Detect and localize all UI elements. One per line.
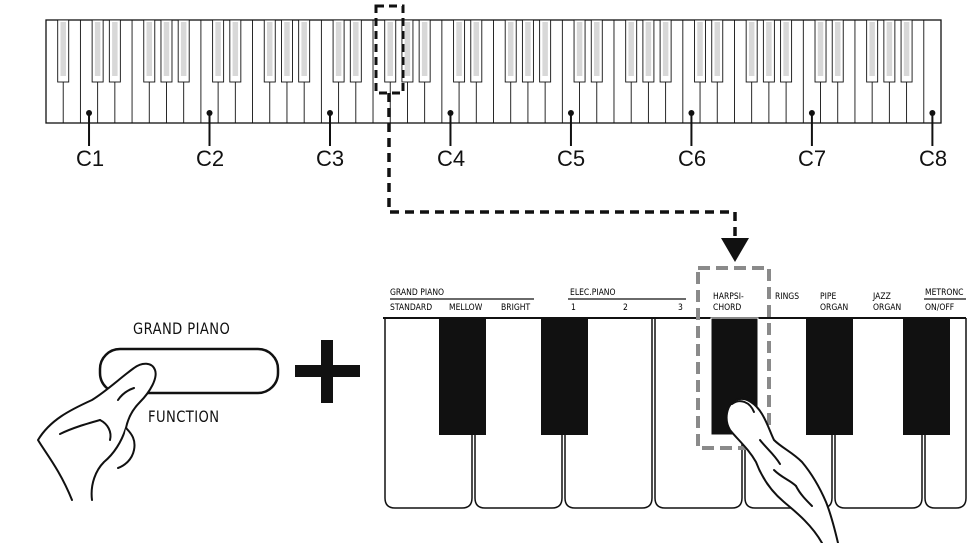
octave-marker-dot bbox=[447, 110, 454, 116]
selected-key-highlight bbox=[374, 4, 405, 95]
octave-label-c6: C6 bbox=[677, 146, 707, 171]
tone-group-grand-piano: GRAND PIANO bbox=[390, 288, 445, 298]
black-key-shade bbox=[387, 22, 393, 76]
black-key-shade bbox=[645, 22, 652, 76]
tone-label-harpsichord-1: HARPSI- bbox=[713, 292, 744, 302]
black-key-shade bbox=[697, 22, 703, 76]
black-key-shade bbox=[404, 22, 411, 76]
tone-label-metronome-1: METRONC bbox=[925, 288, 964, 298]
black-key-shade bbox=[60, 22, 66, 76]
tone-label-jazz-1: JAZZ bbox=[873, 292, 891, 302]
tone-group-elec-piano: ELEC.PIANO bbox=[570, 288, 616, 298]
black-key-shade bbox=[542, 22, 548, 76]
tone-label-bright: BRIGHT bbox=[501, 303, 531, 313]
black-key-shade bbox=[662, 22, 669, 76]
tone-label-ep2: 2 bbox=[623, 303, 628, 313]
black-key-shade bbox=[766, 22, 772, 76]
octave-label-c5: C5 bbox=[556, 146, 586, 171]
tone-label-standard: STANDARD bbox=[390, 303, 433, 313]
octave-marker-dot bbox=[567, 110, 574, 116]
right-hand-icon bbox=[725, 398, 839, 544]
octave-marker-dot bbox=[206, 110, 213, 116]
full-keyboard bbox=[45, 19, 942, 124]
black-key-shade bbox=[94, 22, 101, 76]
black-key-shade bbox=[266, 22, 273, 76]
black-key-shade bbox=[628, 22, 634, 76]
plus-icon-vertical bbox=[321, 340, 333, 403]
black-key-shade bbox=[903, 22, 910, 76]
octave-label-c3: C3 bbox=[315, 146, 345, 171]
tone-label-jazz-2: ORGAN bbox=[873, 303, 902, 313]
enlarged-black-key bbox=[439, 318, 486, 435]
octave-marker-dot bbox=[86, 110, 93, 116]
black-key-shade bbox=[146, 22, 153, 76]
tone-label-strings: RINGS bbox=[775, 292, 800, 302]
tone-label-harpsichord-2: CHORD bbox=[713, 303, 742, 313]
black-key-shade bbox=[163, 22, 170, 76]
tone-label-ep1: 1 bbox=[571, 303, 576, 313]
arrow-down-icon bbox=[721, 238, 749, 262]
octave-marker-dot bbox=[688, 110, 695, 116]
black-key-shade bbox=[507, 22, 514, 76]
black-key-shade bbox=[284, 22, 290, 76]
octave-markers bbox=[86, 110, 936, 146]
octave-label-c2: C2 bbox=[195, 146, 225, 171]
button-top-label: GRAND PIANO bbox=[133, 319, 231, 338]
octave-marker-dot bbox=[808, 110, 815, 116]
dashed-route-arrow-line bbox=[387, 93, 737, 238]
black-key-shade bbox=[886, 22, 893, 76]
enlarged-black-key bbox=[806, 318, 853, 435]
black-key-shade bbox=[834, 22, 841, 76]
black-key-shade bbox=[714, 22, 721, 76]
black-key-shade bbox=[473, 22, 480, 76]
black-key-shade bbox=[421, 22, 428, 76]
enlarged-black-key bbox=[541, 318, 588, 435]
tone-label-ep3: 3 bbox=[678, 303, 683, 313]
octave-label-c8: C8 bbox=[918, 146, 948, 171]
left-hand-icon bbox=[37, 362, 157, 501]
octave-marker-dot bbox=[929, 110, 936, 116]
enlarged-keyboard bbox=[383, 317, 967, 509]
black-key-shade bbox=[180, 22, 187, 76]
black-key-shade bbox=[335, 22, 342, 76]
tone-label-pipe-1: PIPE bbox=[820, 292, 837, 302]
enlarged-white-key bbox=[834, 318, 923, 509]
octave-label-c7: C7 bbox=[797, 146, 827, 171]
black-key-shade bbox=[817, 22, 824, 76]
tone-label-metronome-2: ON/OFF bbox=[925, 303, 955, 313]
black-key-shade bbox=[525, 22, 531, 76]
enlarged-black-key bbox=[903, 318, 950, 435]
tone-label-mellow: MELLOW bbox=[449, 303, 483, 313]
black-key-shade bbox=[353, 22, 359, 76]
octave-label-c4: C4 bbox=[436, 146, 466, 171]
button-bottom-label: FUNCTION bbox=[148, 407, 220, 426]
black-key-shade bbox=[576, 22, 583, 76]
enlarged-white-key bbox=[474, 318, 563, 509]
black-key-shade bbox=[215, 22, 221, 76]
black-key-shade bbox=[301, 22, 307, 76]
black-key-shade bbox=[748, 22, 755, 76]
tone-label-pipe-2: ORGAN bbox=[820, 303, 849, 313]
black-key-shade bbox=[456, 22, 462, 76]
black-key-shade bbox=[112, 22, 118, 76]
octave-marker-dot bbox=[326, 110, 333, 116]
black-key-shade bbox=[783, 22, 789, 76]
black-key-shade bbox=[594, 22, 600, 76]
black-key-shade bbox=[869, 22, 875, 76]
black-key-shade bbox=[232, 22, 239, 76]
octave-label-c1: C1 bbox=[75, 146, 105, 171]
